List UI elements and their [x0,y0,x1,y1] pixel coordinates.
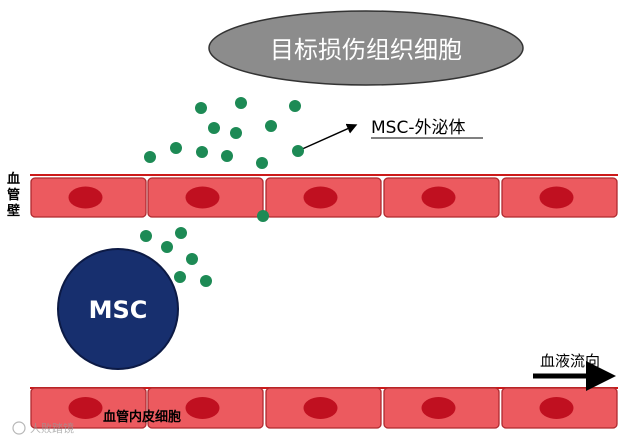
exosome-particles [140,97,304,287]
cell-nucleus [68,186,103,209]
cell-nucleus [539,186,574,209]
exosome-dot [230,127,242,139]
exosome-dot [144,151,156,163]
target-ellipse [208,10,524,86]
msc-cell: MSC [57,248,179,370]
exosome-dot [161,241,173,253]
watermark-icon [12,421,26,435]
vessel-wall-label-char: 血 [7,171,20,187]
cell-nucleus [185,397,220,419]
lower-vessel-wall [30,387,618,429]
exosome-dot [196,146,208,158]
cell-nucleus [185,186,220,209]
exosome-dot [221,150,233,162]
exosome-dot [256,157,268,169]
exosome-dot [257,210,269,222]
cell-nucleus [421,186,456,209]
cell-nucleus [303,186,338,209]
exosome-dot [289,100,301,112]
exosome-dot [170,142,182,154]
exosome-dot [175,227,187,239]
exosome-label: MSC-外泌体 [371,118,465,138]
vessel-wall-label-char: 壁 [7,203,20,219]
watermark: 人败踏镜 [12,421,74,435]
endothelial-cell-label: 血管内皮细胞 [103,409,181,425]
cell-nucleus [421,397,456,419]
cell-nucleus [303,397,338,419]
msc-label: MSC [89,296,148,324]
exosome-dot [235,97,247,109]
target-label: 目标损伤组织细胞 [270,36,462,64]
exosome-dot [186,253,198,265]
exosome-dot [174,271,186,283]
exosome-dot [200,275,212,287]
exosome-dot [292,145,304,157]
upper-vessel-wall [30,174,618,218]
blood-flow-label: 血液流向 [540,352,600,370]
exosome-dot [265,120,277,132]
vessel-wall-label: 血 管 壁 [7,171,20,219]
msc-circle [57,248,179,370]
cell-nucleus [539,397,574,419]
exosome-dot [140,230,152,242]
exosome-pointer-arrow [299,123,358,151]
cell-nucleus [68,397,103,419]
watermark-text: 人败踏镜 [30,421,74,435]
exosome-dot [208,122,220,134]
exosome-dot [195,102,207,114]
target-tissue-cell: 目标损伤组织细胞 [208,10,524,86]
vessel-wall-label-char: 管 [7,187,20,203]
